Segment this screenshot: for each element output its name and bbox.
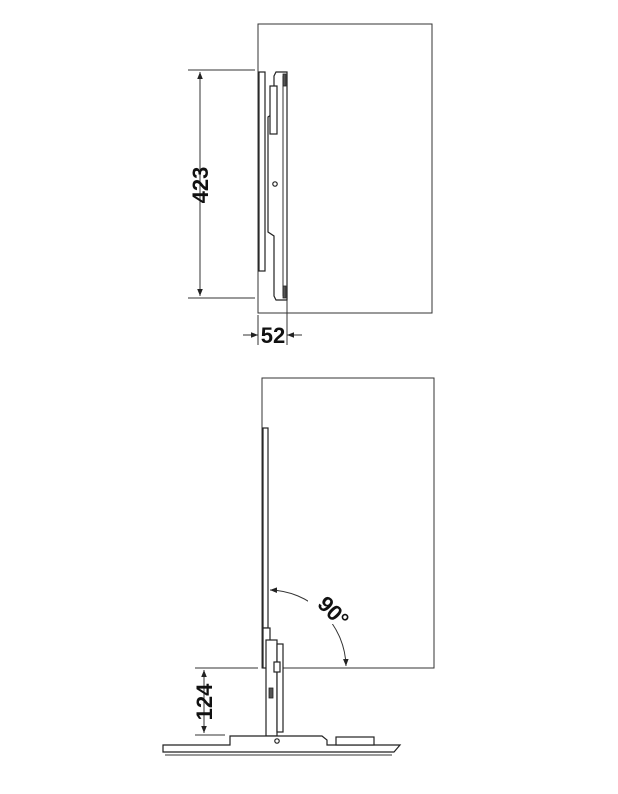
top-view: 423 52 bbox=[188, 23, 433, 348]
height-dimension-label: 124 bbox=[192, 683, 217, 720]
wall-cabinet-outline bbox=[261, 377, 435, 669]
bottom-view: 124 90° bbox=[162, 377, 435, 756]
panel-plate bbox=[262, 427, 269, 629]
panel-plate bbox=[258, 71, 266, 272]
wall-cabinet-outline bbox=[257, 23, 433, 314]
depth-dimension-label: 52 bbox=[261, 323, 285, 348]
height-dimension-label: 423 bbox=[188, 167, 213, 204]
